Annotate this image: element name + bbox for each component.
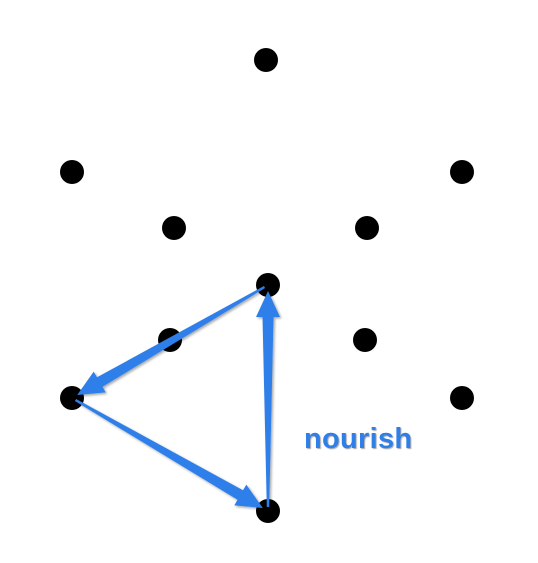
arrow-lower-left-to-bottom: [74, 399, 263, 508]
arrows-layer: [74, 286, 280, 508]
dot-inner-upper-right: [355, 216, 379, 240]
dot-inner-upper-left: [162, 216, 186, 240]
dot-lower-right: [450, 386, 474, 410]
arrow-center-to-lower-left: [77, 286, 266, 395]
dot-lower-left: [60, 386, 84, 410]
word-label: nourish: [304, 423, 413, 455]
dot-bottom: [256, 499, 280, 523]
dot-top: [254, 48, 278, 72]
dot-upper-right: [450, 160, 474, 184]
arrow-bottom-to-center: [256, 291, 280, 507]
dot-inner-lower-right: [353, 328, 377, 352]
dot-upper-left: [60, 160, 84, 184]
dot-center: [256, 273, 280, 297]
